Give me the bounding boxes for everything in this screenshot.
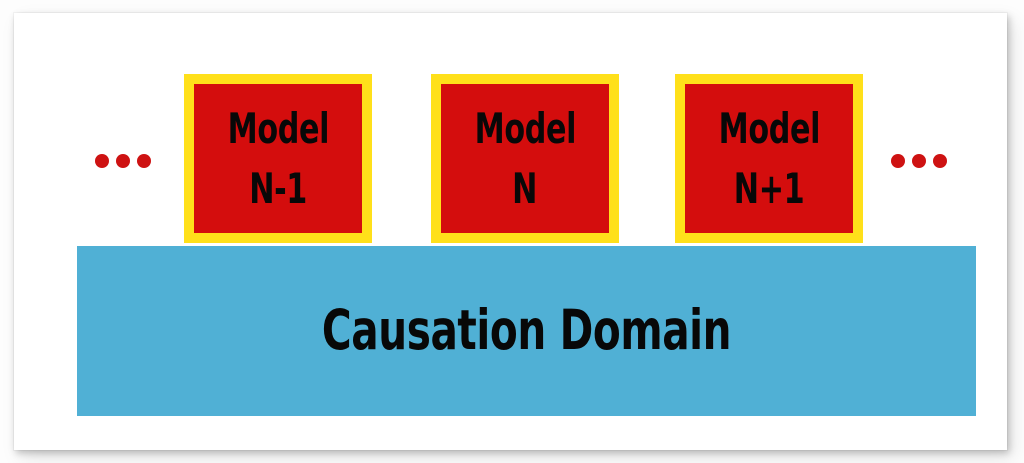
- ellipsis-dot: [891, 154, 905, 168]
- diagram-card: Model N-1 Model N Model N+1 Causat: [14, 13, 1007, 450]
- model-box-label-line2: N-1: [249, 163, 307, 213]
- model-box-inner: Model N-1: [194, 84, 362, 233]
- causation-domain-bar[interactable]: Causation Domain: [77, 246, 976, 416]
- model-box-label-line1: Model: [227, 104, 329, 154]
- ellipsis-dot: [137, 154, 151, 168]
- ellipsis-dot: [912, 154, 926, 168]
- model-box-n-minus-1[interactable]: Model N-1: [184, 74, 372, 243]
- model-box-label-line2: N+1: [733, 163, 805, 213]
- model-box-n[interactable]: Model N: [431, 74, 619, 243]
- causation-domain-label: Causation Domain: [321, 298, 732, 362]
- model-box-inner: Model N: [441, 84, 609, 233]
- model-box-label-line1: Model: [474, 104, 576, 154]
- model-box-inner: Model N+1: [685, 84, 853, 233]
- ellipsis-dots-left: [95, 154, 151, 168]
- model-box-n-plus-1[interactable]: Model N+1: [675, 74, 863, 243]
- ellipsis-dot: [95, 154, 109, 168]
- ellipsis-dot: [116, 154, 130, 168]
- ellipsis-dot: [933, 154, 947, 168]
- ellipsis-dots-right: [891, 154, 947, 168]
- model-box-label-line2: N: [512, 163, 538, 213]
- model-box-label-line1: Model: [718, 104, 820, 154]
